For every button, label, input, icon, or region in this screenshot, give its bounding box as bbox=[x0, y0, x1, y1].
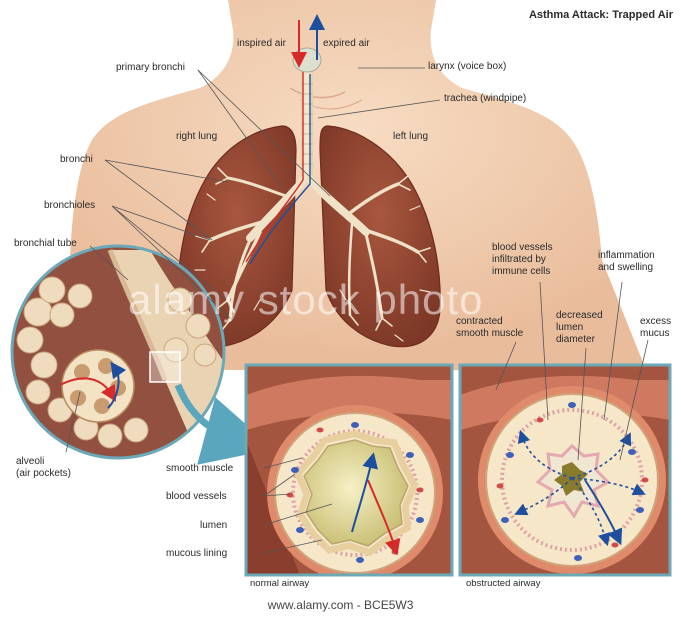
label-decreased-3: diameter bbox=[556, 334, 595, 346]
label-lumen: lumen bbox=[200, 520, 227, 532]
label-excess-1: excess bbox=[640, 316, 671, 328]
label-blood-vessels: blood vessels bbox=[166, 491, 227, 503]
label-inflammation-2: and swelling bbox=[598, 262, 653, 274]
figure-title: Asthma Attack: Trapped Air bbox=[529, 9, 673, 21]
label-decreased-1: decreased bbox=[556, 310, 603, 322]
label-smooth-muscle: smooth muscle bbox=[166, 463, 233, 475]
label-left-lung: left lung bbox=[393, 131, 428, 143]
label-larynx: larynx (voice box) bbox=[428, 61, 506, 73]
label-bronchi: bronchi bbox=[60, 154, 93, 166]
label-inspired-air: inspired air bbox=[237, 38, 286, 50]
caption-obstructed-airway: obstructed airway bbox=[466, 578, 540, 589]
label-trachea: trachea (windpipe) bbox=[444, 93, 526, 105]
footer-credit: www.alamy.com - BCE5W3 bbox=[0, 598, 681, 612]
label-blood-vessels-infiltrated-1: blood vessels bbox=[492, 242, 553, 254]
label-excess-2: mucus bbox=[640, 328, 669, 340]
caption-normal-airway: normal airway bbox=[250, 578, 309, 589]
label-contracted-2: smooth muscle bbox=[456, 328, 523, 340]
normal-airway-panel bbox=[246, 365, 452, 581]
label-blood-vessels-infiltrated-3: immune cells bbox=[492, 266, 550, 278]
label-bronchial-tube: bronchial tube bbox=[14, 238, 77, 250]
label-mucous-lining: mucous lining bbox=[166, 548, 227, 560]
label-decreased-2: lumen bbox=[556, 322, 583, 334]
label-inflammation-1: inflammation bbox=[598, 250, 655, 262]
label-primary-bronchi: primary bronchi bbox=[116, 62, 185, 74]
label-right-lung: right lung bbox=[176, 131, 217, 143]
obstructed-airway-panel bbox=[460, 365, 670, 575]
label-bronchioles: bronchioles bbox=[44, 200, 95, 212]
label-blood-vessels-infiltrated-2: infiltrated by bbox=[492, 254, 546, 266]
label-alveoli: alveoli bbox=[16, 456, 44, 468]
watermark: alamy stock photo bbox=[128, 276, 484, 324]
label-alveoli-sub: (air pockets) bbox=[16, 468, 71, 480]
label-expired-air: expired air bbox=[323, 38, 370, 50]
